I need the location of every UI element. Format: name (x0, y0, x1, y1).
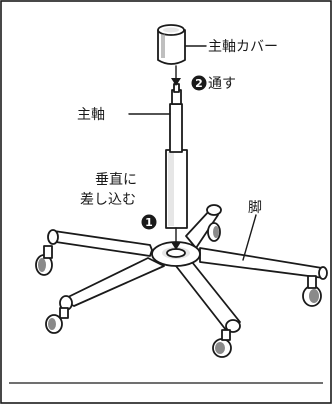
arrow-insert-down (171, 227, 181, 250)
spindle-highlight (168, 152, 174, 226)
caster-bottom-left (45, 307, 69, 334)
caster-bottom (212, 329, 232, 358)
spindle (165, 83, 188, 229)
caster-top-right (207, 222, 221, 242)
step-2-marker: 2 (191, 75, 207, 91)
caster-right (302, 275, 322, 307)
label-spindle: 主軸 (77, 107, 105, 123)
spindle-cover (157, 24, 186, 65)
spindle-upper-rod (169, 103, 183, 153)
leg-right (199, 247, 328, 307)
leg-bottom-left (45, 257, 165, 334)
caster-left (35, 245, 53, 276)
label-spindle-cover: 主軸カバー (208, 39, 278, 55)
leader-leg (242, 214, 257, 261)
center-hub (151, 241, 201, 267)
leg-left (35, 229, 153, 276)
step-2-number: 2 (195, 77, 203, 90)
label-leg: 脚 (248, 200, 262, 216)
label-insert-line1: 垂直に (95, 171, 137, 188)
chair-base (35, 204, 328, 358)
label-insert-line2: 差し込む (80, 192, 136, 208)
step-1-number: 1 (145, 216, 153, 229)
arrow-cover-down (171, 65, 181, 86)
leg-bottom (175, 261, 241, 358)
label-pass-through: 通す (208, 76, 236, 92)
step-1-marker: 1 (141, 214, 157, 230)
leg-top-right (185, 204, 222, 249)
